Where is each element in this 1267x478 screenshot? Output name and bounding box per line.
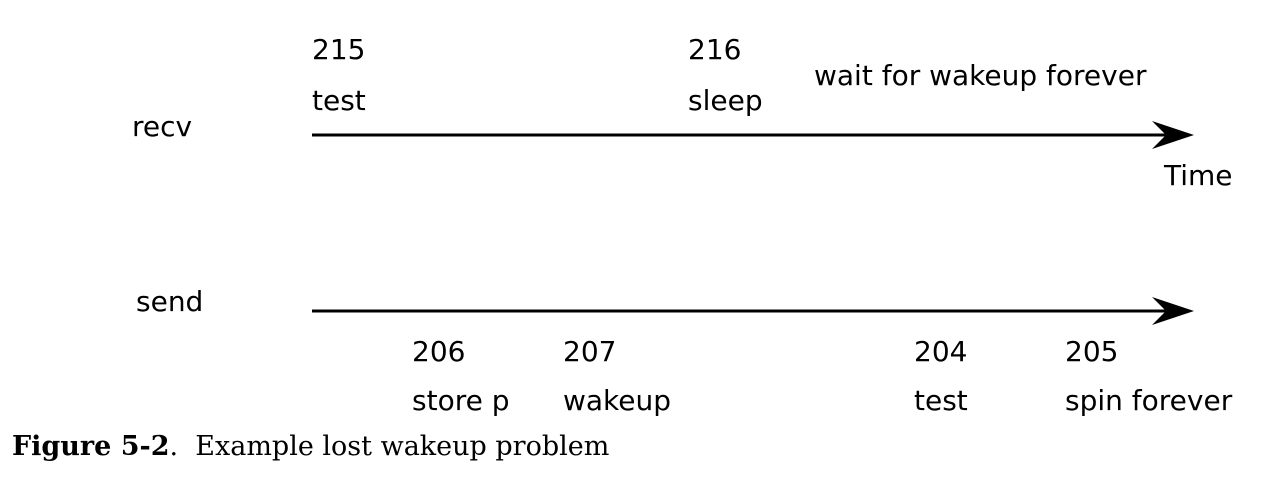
figure-number: Figure 5-2 [12,431,170,462]
recv-event-216-action: sleep [688,84,763,117]
recv-event-215-action: test [312,84,366,117]
send-event-204-line: 204 [914,335,968,368]
caption-text: Example lost wakeup problem [195,431,610,462]
send-event-207-line: 207 [563,335,617,368]
send-event-206-line: 206 [412,335,466,368]
recv-event-215-line: 215 [312,33,366,66]
recv-event-216-line: 216 [688,33,742,66]
send-event-205-action: spin forever [1065,384,1233,417]
send-thread-label: send [136,285,204,318]
recv-thread-label: recv [132,110,193,143]
send-arrowhead [1152,297,1194,325]
time-axis-label: Time [1164,159,1233,192]
send-event-204-action: test [914,384,968,417]
caption-separator: . [169,431,179,462]
send-event-206-action: store p [412,384,510,417]
figure-caption: Figure 5-2. Example lost wakeup problem [12,430,609,464]
recv-arrowhead [1152,121,1194,149]
send-event-205-line: 205 [1065,335,1119,368]
send-event-207-action: wakeup [563,384,672,417]
timeline-arrows [312,121,1194,325]
timeline-diagram: recv 215 test 216 sleep wait for wakeup … [132,33,1233,417]
recv-wait-note: wait for wakeup forever [814,59,1147,92]
